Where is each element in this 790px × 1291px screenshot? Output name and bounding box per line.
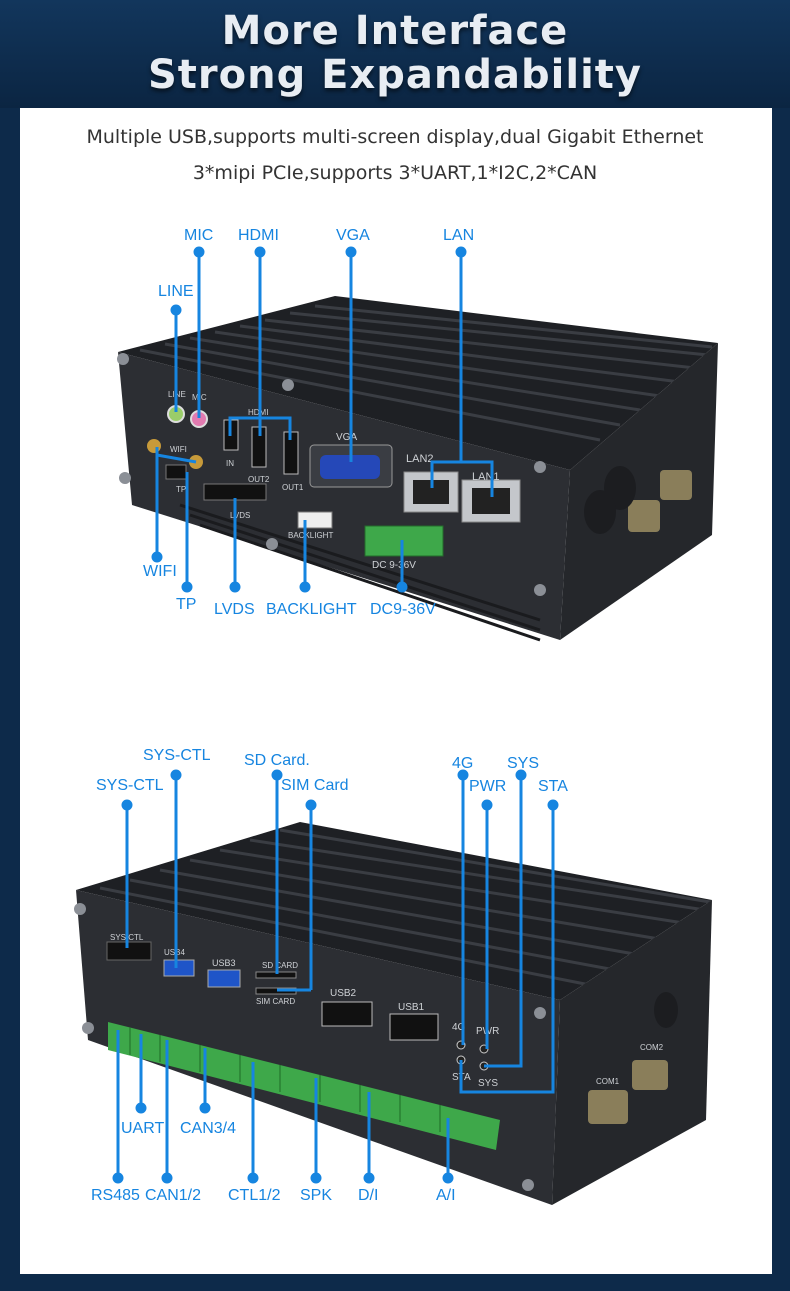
print-out1: OUT1 — [282, 483, 304, 492]
label-can34: CAN3/4 — [180, 1120, 237, 1137]
print-vga: VGA — [336, 432, 357, 443]
print-usb3: USB3 — [212, 958, 236, 968]
label-sysctl-left: SYS-CTL — [96, 777, 164, 794]
label-backlight: BACKLIGHT — [266, 601, 357, 618]
print-dc: DC 9-36V — [372, 560, 416, 571]
label-sd-card: SD Card. — [244, 752, 310, 769]
label-lvds: LVDS — [214, 601, 255, 618]
label-uart: UART — [121, 1120, 165, 1137]
page-title-line2: Strong Expandability — [148, 52, 642, 98]
label-can12: CAN1/2 — [145, 1187, 202, 1204]
label-line: LINE — [158, 283, 194, 300]
print-usb1: USB1 — [398, 1002, 425, 1013]
header-banner — [0, 0, 790, 108]
print-4g: 4G — [452, 1022, 466, 1033]
label-rs485: RS485 — [91, 1187, 140, 1204]
label-hdmi: HDMI — [238, 227, 279, 244]
print-tp: TP — [176, 485, 186, 494]
description-line1: Multiple USB,supports multi-screen displ… — [86, 126, 704, 148]
label-mic: MIC — [184, 227, 214, 244]
label-sta: STA — [538, 778, 568, 795]
print-usb2: USB2 — [330, 988, 357, 999]
label-sys: SYS — [507, 755, 540, 772]
print-hdmi: HDMI — [248, 408, 268, 417]
label-4g: 4G — [452, 755, 474, 772]
print-com2: COM2 — [640, 1043, 664, 1052]
print-com1: COM1 — [596, 1077, 620, 1086]
print-lvds: LVDS — [230, 511, 250, 520]
label-sysctl-top: SYS-CTL — [143, 747, 211, 764]
print-out2: OUT2 — [248, 475, 270, 484]
label-spk: SPK — [300, 1187, 333, 1204]
print-simcard: SIM CARD — [256, 997, 295, 1006]
label-sim-card: SIM Card — [281, 777, 349, 794]
label-wifi: WIFI — [143, 563, 177, 580]
print-in: IN — [226, 459, 234, 468]
label-dc: DC9-36V — [370, 601, 436, 618]
label-tp: TP — [176, 596, 197, 613]
label-lan: LAN — [443, 227, 475, 244]
page-title-line1: More Interface — [221, 8, 569, 54]
print-sys: SYS — [478, 1078, 498, 1089]
label-pwr: PWR — [469, 778, 507, 795]
print-backlight: BACKLIGHT — [288, 531, 333, 540]
description-line2: 3*mipi PCIe,supports 3*UART,1*I2C,2*CAN — [192, 162, 598, 184]
print-sdcard: SD CARD — [262, 961, 298, 970]
label-ctl12: CTL1/2 — [228, 1187, 281, 1204]
label-ai: A/I — [436, 1187, 456, 1204]
label-vga: VGA — [336, 227, 370, 244]
label-di: D/I — [358, 1187, 379, 1204]
print-wifi: WIFI — [170, 445, 187, 454]
print-lan2: LAN2 — [406, 453, 434, 465]
